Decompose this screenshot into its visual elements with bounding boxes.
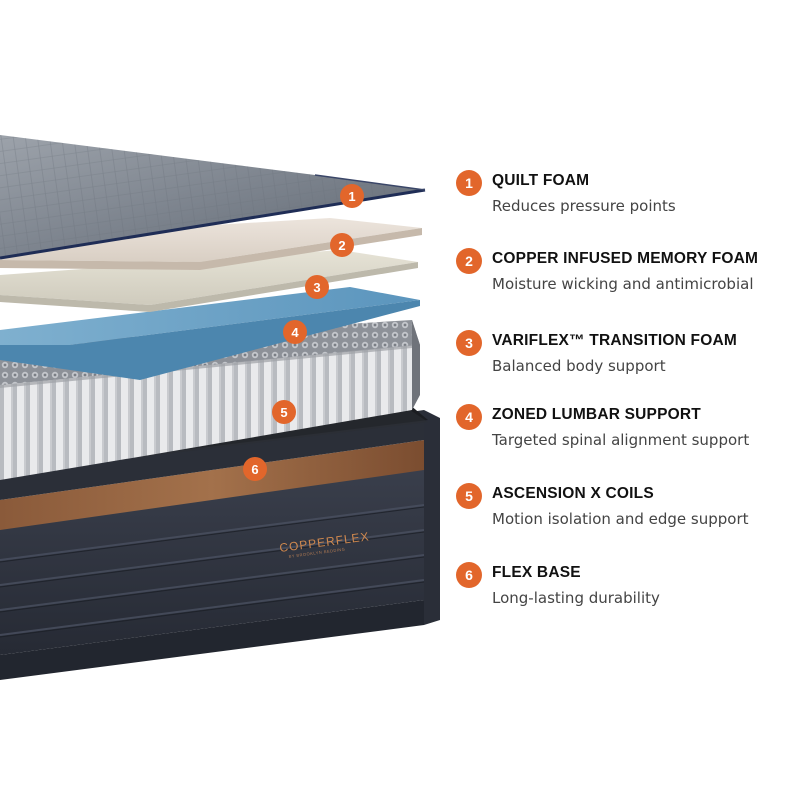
callout-number-badge: 5 [456,483,482,509]
callout-description: Balanced body support [492,357,666,375]
layer-marker-1: 1 [340,184,364,208]
callout-description: Motion isolation and edge support [492,510,749,528]
layer-marker-5: 5 [272,400,296,424]
coil-front-face [0,345,412,480]
layer-marker-number: 1 [348,189,355,204]
callout-number-badge: 2 [456,248,482,274]
transition-foam [0,250,418,312]
copper-memory-foam [0,218,422,270]
layer-marker-2: 2 [330,233,354,257]
callout-number-badge: 3 [456,330,482,356]
callout-description: Moisture wicking and antimicrobial [492,275,754,293]
callout-title: QUILT FOAM [492,172,590,189]
copper-band [0,440,424,530]
layer-marker-3: 3 [305,275,329,299]
callout-title: VARIFLEX™ TRANSITION FOAM [492,332,737,349]
callout-description: Targeted spinal alignment support [492,431,750,449]
layer-marker-number: 5 [280,405,287,420]
callout-title: ASCENSION X COILS [492,485,654,502]
callout-title: FLEX BASE [492,564,581,581]
callout-description: Long-lasting durability [492,589,660,607]
mattress-exploded-illustration: COPPERFLEX BY BROOKLYN BEDDING 1 [0,135,440,680]
layer-marker-number: 6 [251,462,258,477]
callout-number-badge: 4 [456,404,482,430]
layer-marker-6: 6 [243,457,267,481]
callout-number-badge: 1 [456,170,482,196]
callout-description: Reduces pressure points [492,197,676,215]
callout-title: ZONED LUMBAR SUPPORT [492,406,701,423]
layer-marker-number: 3 [313,280,320,295]
zoned-lumbar-foam [0,287,420,380]
flex-base-box: COPPERFLEX BY BROOKLYN BEDDING [0,410,440,680]
layer-marker-4: 4 [283,320,307,344]
layer-marker-number: 2 [338,238,345,253]
layer-marker-number: 4 [291,325,299,340]
callout-title: COPPER INFUSED MEMORY FOAM [492,250,759,267]
callout-number-badge: 6 [456,562,482,588]
